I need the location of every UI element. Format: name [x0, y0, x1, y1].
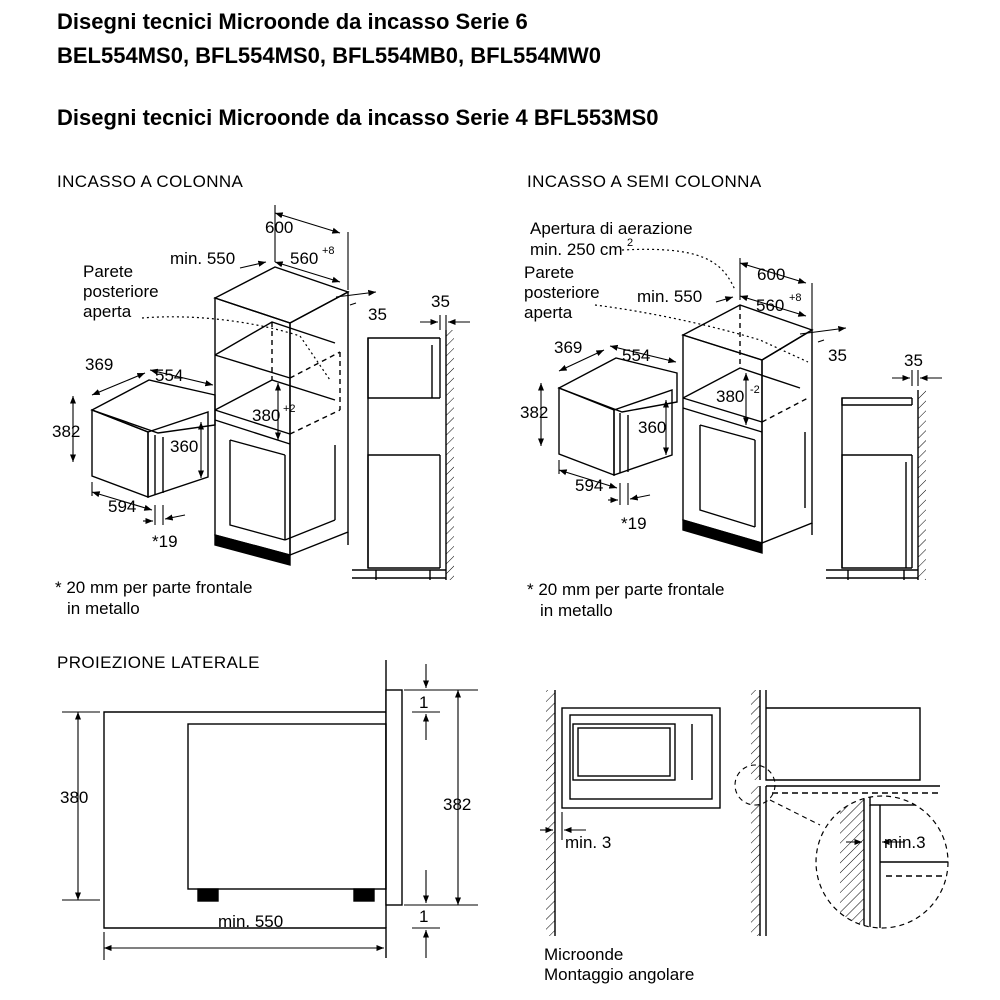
side-projection-drawing: [62, 660, 478, 960]
dim-min550-semi: min. 550: [637, 287, 702, 306]
column-top-dimensions: [239, 205, 377, 306]
rear-wall-label-2: posteriore: [83, 282, 159, 301]
rear-wall-label-3: aperta: [83, 302, 132, 321]
dim-35-side-semi: 35: [904, 351, 923, 370]
dim-380-tolerance-semi: -2: [750, 384, 760, 396]
microwave-unit-semi: [557, 357, 678, 477]
semi-rear-wall-leader: [594, 304, 809, 363]
dim-554-column: 554: [155, 366, 183, 385]
dim-35-top-column: 35: [368, 305, 387, 324]
tall-cabinet: [213, 266, 350, 566]
section-column-heading: INCASSO A COLONNA: [57, 172, 244, 191]
dim-560-tolerance-column: +8: [322, 245, 335, 257]
dim-380-semi: 380: [716, 387, 744, 406]
vent-label-superscript: 2: [627, 237, 633, 249]
metal-front-note-1-column: * 20 mm per parte frontale: [55, 578, 252, 597]
dim-600-column: 600: [265, 218, 293, 237]
dim-1-top-side: 1: [419, 693, 428, 712]
dim-369-column: 369: [85, 355, 113, 374]
semi-labels: Apertura di aerazione min. 250 cm 2 Pare…: [520, 219, 923, 620]
dim-382-semi: 382: [520, 403, 548, 422]
rear-wall-leader: [141, 316, 331, 381]
dim-594-column: 594: [108, 497, 136, 516]
dim-380-side: 380: [60, 788, 88, 807]
semi-rear-wall-label-2: posteriore: [524, 283, 600, 302]
vent-label-1: Apertura di aerazione: [530, 219, 693, 238]
dim-min550-column: min. 550: [170, 249, 235, 268]
vent-label-2: min. 250 cm: [530, 240, 623, 259]
semi-side-section: [826, 370, 942, 580]
dim-380-column: 380: [252, 406, 280, 425]
metal-front-note-1-semi: * 20 mm per parte frontale: [527, 580, 724, 599]
semi-rear-wall-label-1: Parete: [524, 263, 574, 282]
column-labels: 600 min. 550 560 +8 35 35 Parete posteri…: [52, 218, 450, 618]
dim-600-semi: 600: [757, 265, 785, 284]
semi-top-dimensions: [715, 258, 847, 343]
rear-wall-label-1: Parete: [83, 262, 133, 281]
dim-380-tolerance-column: +2: [283, 403, 296, 415]
section-side-projection-heading: PROIEZIONE LATERALE: [57, 653, 260, 672]
dim-min550-side: min. 550: [218, 912, 283, 931]
microwave-dimensions-column: [69, 368, 214, 525]
semi-column-installation-drawing: [537, 248, 942, 580]
corner-caption-2: Montaggio angolare: [544, 965, 694, 984]
dim-560-column: 560: [290, 249, 318, 268]
metal-front-note-2-semi: in metallo: [540, 601, 613, 620]
dim-369-semi: 369: [554, 338, 582, 357]
dim-360-semi: 360: [638, 418, 666, 437]
dim-594-semi: 594: [575, 476, 603, 495]
title-line-3: Disegni tecnici Microonde da incasso Ser…: [57, 105, 659, 130]
dim-min3-front: min. 3: [565, 833, 611, 852]
dim-19-semi: *19: [621, 514, 647, 533]
title-line-1: Disegni tecnici Microonde da incasso Ser…: [57, 9, 528, 34]
column-installation-drawing: [69, 205, 470, 580]
dim-560-semi: 560: [756, 296, 784, 315]
dim-560-tolerance-semi: +8: [789, 292, 802, 304]
column-side-section: [352, 315, 470, 580]
title-line-2: BEL554MS0, BFL554MS0, BFL554MB0, BFL554M…: [57, 43, 602, 68]
side-projection-labels: 380 382 1 1 min. 550: [60, 693, 471, 931]
microwave-dimensions-semi: [537, 344, 677, 505]
vent-leader: [621, 248, 736, 291]
section-semi-column-heading: INCASSO A SEMI COLONNA: [527, 172, 762, 191]
corner-caption-1: Microonde: [544, 945, 623, 964]
corner-mounting-drawing: [540, 690, 949, 936]
dim-35-side-column: 35: [431, 292, 450, 311]
dim-35-top-semi: 35: [828, 346, 847, 365]
semi-rear-wall-label-3: aperta: [524, 303, 573, 322]
side-dimension-lines: [62, 664, 478, 960]
dim-382-column: 382: [52, 422, 80, 441]
dim-19-column: *19: [152, 532, 178, 551]
metal-front-note-2-column: in metallo: [67, 599, 140, 618]
dim-360-column: 360: [170, 437, 198, 456]
corner-mounting-labels: min. 3 min.3 Microonde Montaggio angolar…: [544, 833, 926, 984]
dim-382-side: 382: [443, 795, 471, 814]
dim-554-semi: 554: [622, 346, 650, 365]
dim-1-bottom-side: 1: [419, 907, 428, 926]
semi-tall-cabinet: [681, 304, 814, 554]
dim-min3-detail: min.3: [884, 833, 926, 852]
